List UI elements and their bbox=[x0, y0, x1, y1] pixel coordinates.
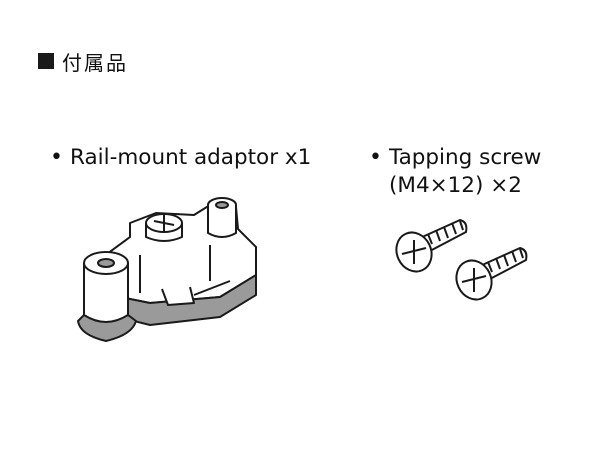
accessory-item-rail-mount-adaptor: • Rail-mount adaptor x1 bbox=[50, 144, 312, 172]
tapping-screw-illustration bbox=[395, 219, 528, 301]
black-square-icon bbox=[38, 53, 54, 69]
item-label-line: (M4×12) ×2 bbox=[389, 173, 522, 198]
accessory-item-tapping-screw: • Tapping screw (M4×12) ×2 bbox=[369, 144, 542, 200]
screw-1 bbox=[395, 219, 468, 273]
item-label-line: Tapping screw bbox=[389, 145, 542, 170]
bullet-icon: • bbox=[50, 145, 63, 170]
item-label-line: Rail-mount adaptor x1 bbox=[70, 145, 312, 170]
section-title-text: 付属品 bbox=[62, 50, 128, 75]
section-title: 付属品 bbox=[38, 49, 128, 75]
rail-mount-adaptor-illustration bbox=[77, 197, 257, 342]
bullet-icon: • bbox=[369, 145, 382, 170]
screw-2 bbox=[455, 247, 528, 301]
